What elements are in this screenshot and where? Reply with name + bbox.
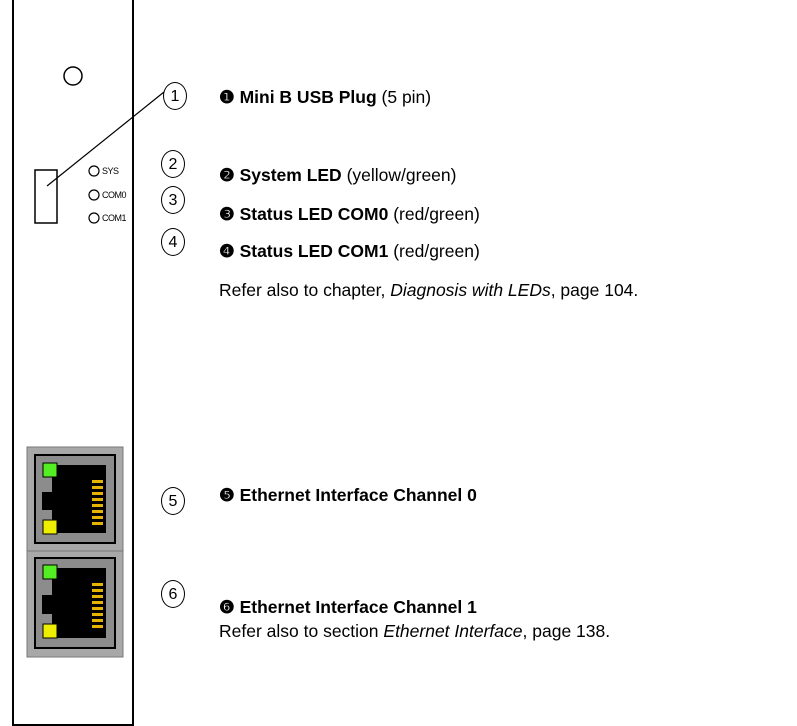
callout-1: 1 bbox=[163, 82, 187, 110]
port1-contacts bbox=[92, 583, 103, 628]
ethernet-interface-reference: Ethernet Interface bbox=[383, 621, 523, 641]
callout-4: 4 bbox=[161, 228, 185, 256]
note-diagnosis-leds: Refer also to chapter, Diagnosis with LE… bbox=[219, 280, 639, 300]
com0-led-label: COM0 bbox=[102, 190, 127, 200]
port1-led-green bbox=[42, 564, 58, 580]
note-ethernet-interface: Refer also to section Ethernet Interface… bbox=[219, 621, 611, 641]
com1-led bbox=[88, 212, 100, 224]
port0-led-yellow bbox=[42, 519, 58, 535]
ethernet-port-0 bbox=[34, 454, 116, 544]
item-ethernet-channel-0: ❺ Ethernet Interface Channel 0 bbox=[219, 485, 477, 505]
com0-led bbox=[88, 189, 100, 201]
ethernet-port-1 bbox=[34, 557, 116, 649]
sys-led bbox=[88, 165, 100, 177]
com1-led-label: COM1 bbox=[102, 213, 127, 223]
ethernet-port-block bbox=[26, 446, 124, 658]
item-status-led-com0: ❸ Status LED COM0 (red/green) bbox=[219, 204, 480, 224]
callout-6: 6 bbox=[161, 580, 185, 608]
diagnosis-leds-reference: Diagnosis with LEDs bbox=[390, 280, 551, 300]
item-system-led: ❷ System LED (yellow/green) bbox=[219, 165, 457, 185]
callout-3: 3 bbox=[161, 186, 185, 214]
port0-led-green bbox=[42, 462, 58, 478]
mini-usb-port bbox=[34, 169, 58, 224]
item-status-led-com1: ❹ Status LED COM1 (red/green) bbox=[219, 241, 480, 261]
sys-led-label: SYS bbox=[102, 166, 119, 176]
callout-5: 5 bbox=[161, 487, 185, 515]
callout-2: 2 bbox=[161, 150, 185, 178]
item-usb-plug: ❶ Mini B USB Plug (5 pin) bbox=[219, 87, 432, 107]
item-ethernet-channel-1: ❻ Ethernet Interface Channel 1 bbox=[219, 597, 477, 617]
callout-1-leader bbox=[46, 91, 165, 187]
port1-led-yellow bbox=[42, 623, 58, 639]
port0-contacts bbox=[92, 480, 103, 525]
mounting-hole bbox=[63, 66, 83, 86]
